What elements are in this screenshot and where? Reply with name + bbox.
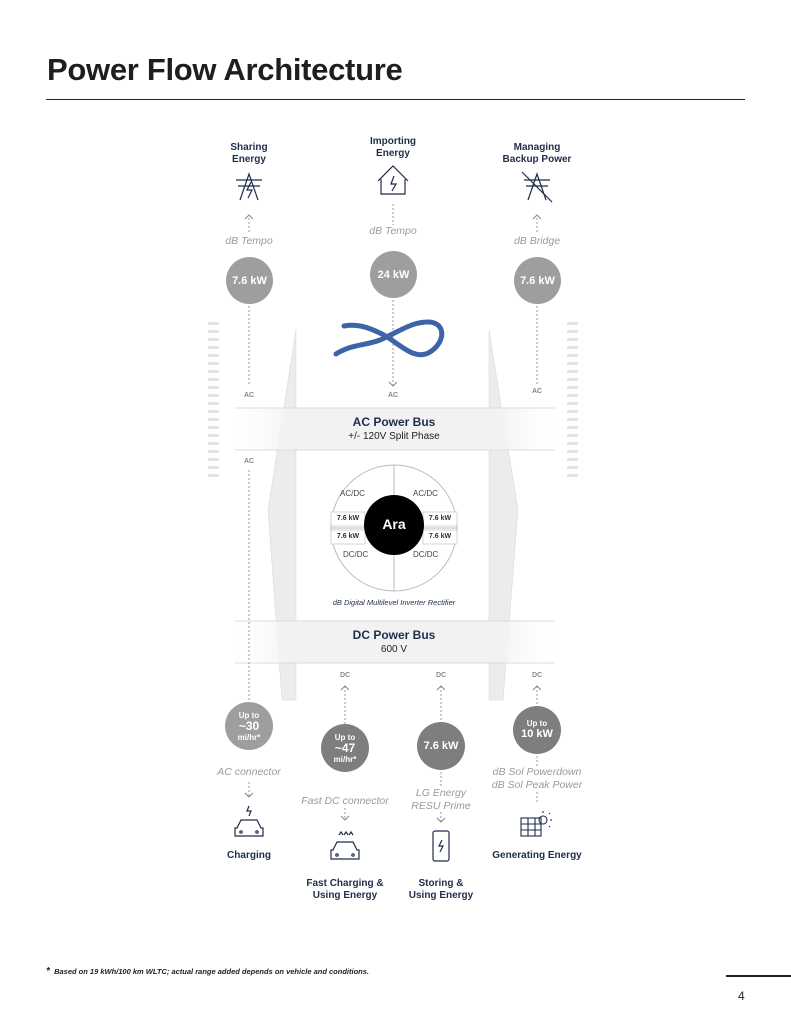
generating-energy-label: Generating Energy: [492, 850, 582, 861]
ac-bus-band: [225, 408, 563, 450]
device-label-importing: dB Tempo: [369, 225, 417, 237]
dc-bus-title: DC Power Bus: [352, 628, 436, 642]
footnote: * Based on 19 kWh/100 km WLTC; actual ra…: [46, 966, 370, 977]
power-circle-charging: Up to ~30 mi/hr*: [225, 702, 273, 750]
inverter-name: Ara: [382, 516, 406, 532]
device-label-backup: dB Bridge: [513, 235, 561, 247]
conv-label-br: DC/DC: [413, 550, 439, 559]
solar-panel-icon: [520, 811, 552, 837]
inverter-ring: [330, 464, 458, 592]
footnote-mark: *: [46, 966, 50, 977]
power-circle-storage: 7.6 kW: [417, 722, 465, 770]
fast-car-icon: [330, 830, 360, 860]
storing-energy-label: Storing &Using Energy: [408, 878, 474, 901]
kw-label-bl: 7.6 kW: [336, 533, 360, 540]
ac-tag-backup: AC: [531, 388, 543, 395]
page-number: 4: [738, 989, 745, 1003]
flow-lines: [248, 204, 538, 822]
page-number-rule: [726, 975, 791, 977]
right-stripe-bar: [567, 322, 578, 477]
device-label-fast-dc: Fast DC connector: [301, 795, 389, 807]
device-label-ac-connector: AC connector: [217, 766, 281, 778]
dc-tag-fast: DC: [339, 672, 351, 679]
ac-bus-subtitle: +/- 120V Split Phase: [348, 431, 440, 442]
left-stripe-bar: [208, 322, 219, 477]
conv-label-bl: DC/DC: [343, 550, 369, 559]
conv-label-tr: AC/DC: [413, 489, 438, 498]
title-rule: [46, 99, 745, 100]
power-circle-importing: 24 kW: [370, 251, 417, 298]
inverter-caption: dB Digital Multilevel Inverter Rectifier: [332, 598, 456, 607]
power-circle-fast-charging: Up to ~47 mi/hr*: [321, 724, 369, 772]
power-circle-solar: Up to 10 kW: [513, 706, 561, 754]
kw-label-tr: 7.6 kW: [428, 515, 452, 522]
wave-graphic: [333, 319, 445, 358]
ac-bus-title: AC Power Bus: [352, 415, 436, 429]
dc-tag-storage: DC: [435, 672, 447, 679]
charging-label: Charging: [227, 850, 271, 861]
flow-arrows: [244, 214, 542, 823]
conv-label-tl: AC/DC: [340, 489, 365, 498]
ac-tag-charging: AC: [243, 458, 255, 465]
device-label-sharing: dB Tempo: [225, 235, 273, 247]
grid-off-icon: [521, 171, 553, 203]
power-circle-sharing: 7.6 kW: [226, 257, 273, 304]
house-icon: [377, 165, 409, 195]
kw-label-br: 7.6 kW: [428, 533, 452, 540]
dc-tag-solar: DC: [531, 672, 543, 679]
power-circle-backup: 7.6 kW: [514, 257, 561, 304]
power-tower-icon: [236, 172, 262, 201]
kw-label-tl: 7.6 kW: [336, 515, 360, 522]
dc-bus-subtitle: 600 V: [380, 644, 408, 655]
page-title: Power Flow Architecture: [47, 52, 403, 87]
car-icon: [234, 805, 264, 837]
dc-bus-band: [225, 621, 563, 663]
fast-charging-label: Fast Charging &Using Energy: [306, 878, 384, 901]
ac-tag-sharing: AC: [243, 392, 255, 399]
ac-tag-importing: AC: [387, 392, 399, 399]
battery-icon: [432, 830, 450, 862]
